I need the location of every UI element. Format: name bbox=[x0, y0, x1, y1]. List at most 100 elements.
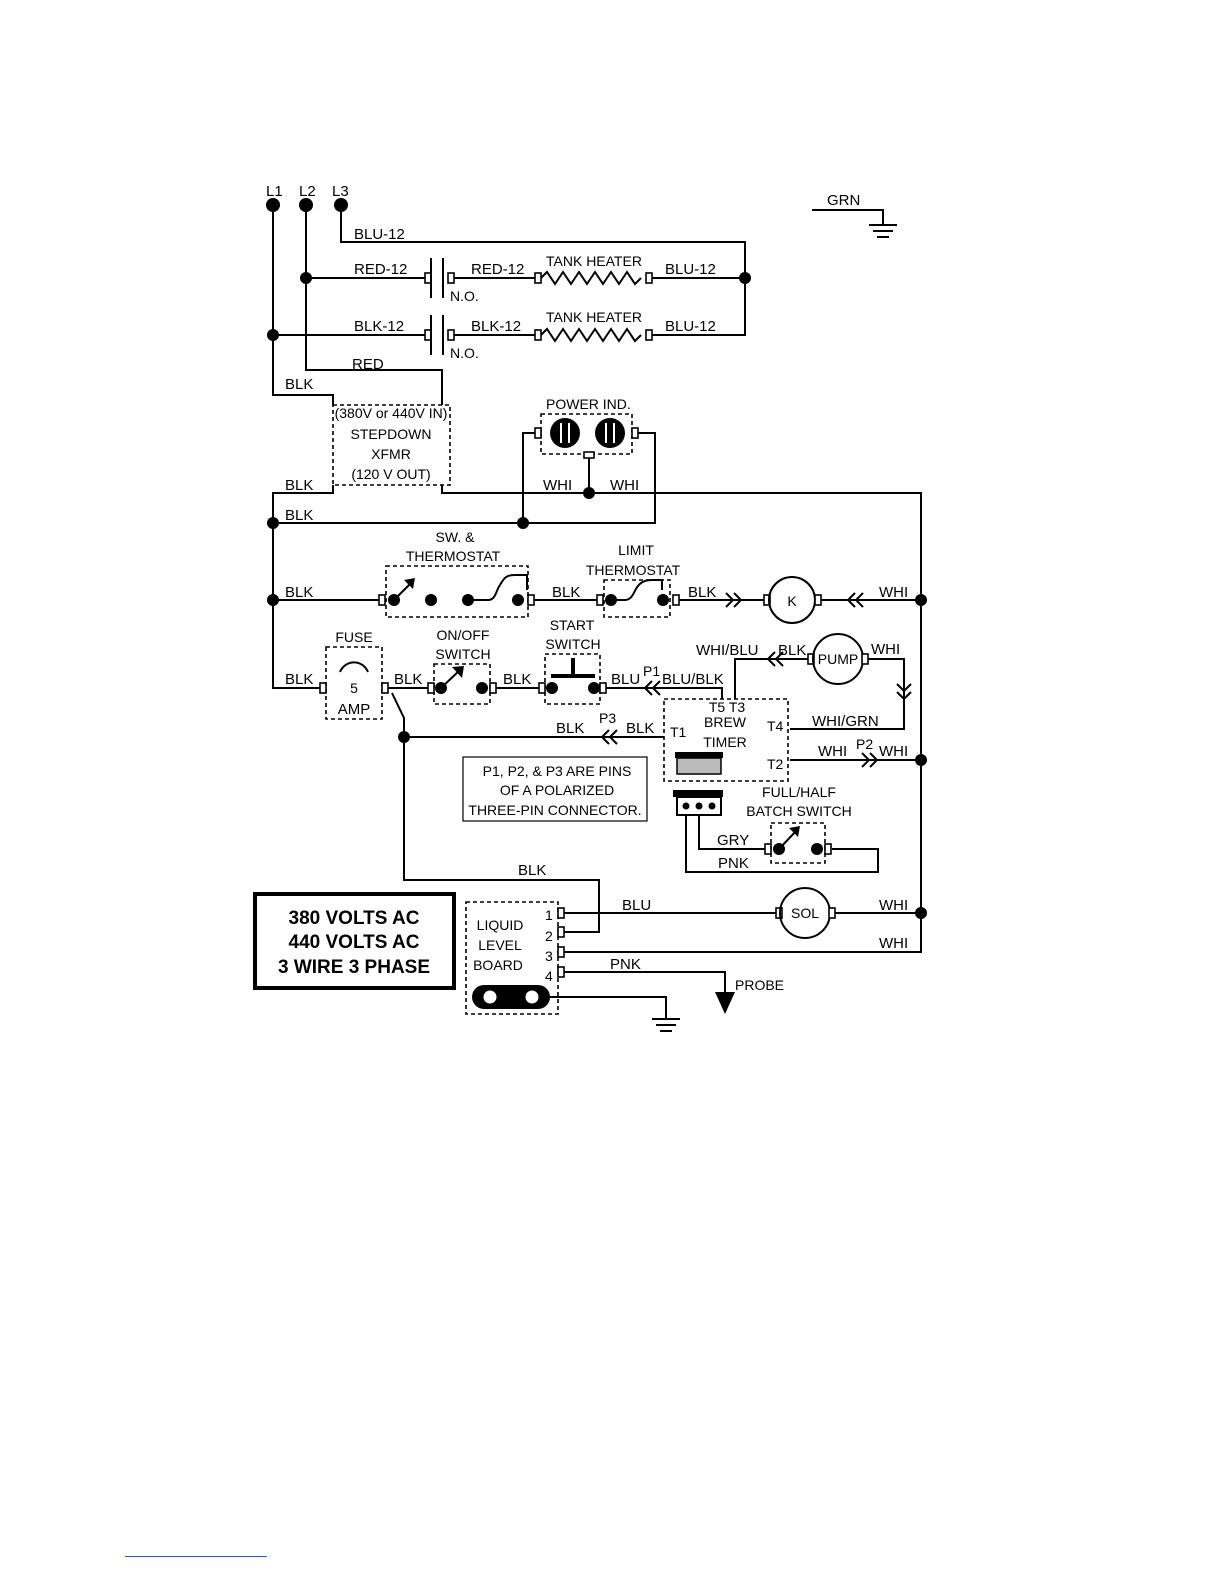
on-off-switch: ON/OFF SWITCH bbox=[427, 627, 497, 705]
connector-icon-4 bbox=[896, 683, 912, 701]
note-box: P1, P2, & P3 ARE PINS OF A POLARIZED THR… bbox=[462, 756, 648, 822]
wire-blk12-a: BLK-12 bbox=[354, 318, 404, 335]
pin-p2: P2 bbox=[856, 736, 873, 752]
wire-blu12-a: BLU-12 bbox=[665, 261, 716, 278]
wire-blu-blk: BLU/BLK bbox=[662, 671, 724, 688]
svg-text:PUMP: PUMP bbox=[818, 651, 858, 667]
pump: PUMP bbox=[807, 633, 869, 685]
lamp-icon-1 bbox=[550, 418, 580, 448]
wire-blk12-b: BLK-12 bbox=[471, 318, 521, 335]
chassis-ground: GRN bbox=[812, 192, 897, 238]
sw-thermostat: SW. & THERMOSTAT bbox=[378, 529, 535, 618]
start-switch: START SWITCH bbox=[538, 617, 607, 705]
wire-whi-6: WHI bbox=[879, 743, 908, 760]
wire-blu12-b: BLU-12 bbox=[665, 318, 716, 335]
svg-text:START: START bbox=[550, 617, 595, 633]
whi-neutral-bus bbox=[441, 485, 922, 953]
blk-hot-bus bbox=[272, 485, 334, 689]
line-terminals: L1 L2 L3 bbox=[266, 183, 349, 212]
batch-switch: FULL/HALF BATCH SWITCH bbox=[746, 784, 852, 864]
svg-text:(120 V OUT): (120 V OUT) bbox=[351, 466, 430, 482]
wire-red: RED bbox=[352, 356, 384, 373]
pin-p1: P1 bbox=[643, 663, 660, 679]
svg-text:BATCH SWITCH: BATCH SWITCH bbox=[746, 803, 852, 819]
connector-icon-p2 bbox=[861, 752, 879, 768]
ground-icon bbox=[869, 224, 897, 238]
wire-blk-9: BLK bbox=[503, 671, 531, 688]
svg-text:SOL: SOL bbox=[791, 905, 819, 921]
wire-whi-grn: WHI/GRN bbox=[812, 713, 879, 730]
svg-text:LEVEL: LEVEL bbox=[478, 937, 522, 953]
wire-blk-13: BLK bbox=[518, 862, 546, 879]
wire-blk-6: BLK bbox=[688, 584, 716, 601]
junction-l2 bbox=[300, 272, 312, 284]
wire-pnk-1: PNK bbox=[718, 855, 749, 872]
wire-blk-8: BLK bbox=[394, 671, 422, 688]
power-ind-label: POWER IND. bbox=[546, 396, 631, 412]
brew-timer: T5 T3 BREW TIMER T1 T4 T2 bbox=[663, 698, 789, 782]
pin-p3: P3 bbox=[599, 710, 616, 726]
wire-red12-b: RED-12 bbox=[471, 261, 524, 278]
svg-text:FULL/HALF: FULL/HALF bbox=[762, 784, 836, 800]
fuse: FUSE 5 AMP bbox=[319, 629, 389, 720]
svg-text:FUSE: FUSE bbox=[335, 629, 372, 645]
wire-whi-1: WHI bbox=[543, 477, 572, 494]
three-pin-connector bbox=[673, 790, 723, 816]
ground-wire bbox=[812, 209, 884, 224]
svg-text:T1: T1 bbox=[670, 724, 687, 740]
svg-text:T5 T3: T5 T3 bbox=[709, 699, 746, 715]
wire-blk-2: BLK bbox=[285, 477, 313, 494]
svg-text:SWITCH: SWITCH bbox=[435, 646, 490, 662]
svg-text:SWITCH: SWITCH bbox=[545, 636, 600, 652]
power-indicator: POWER IND. bbox=[534, 396, 639, 459]
junction-blu bbox=[739, 272, 751, 284]
solenoid: SOL bbox=[775, 887, 836, 939]
wire-blu-1: BLU bbox=[611, 671, 640, 688]
svg-text:380 VOLTS AC: 380 VOLTS AC bbox=[289, 908, 420, 929]
svg-text:3: 3 bbox=[545, 948, 553, 964]
svg-text:AMP: AMP bbox=[338, 701, 371, 718]
svg-text:2: 2 bbox=[545, 928, 553, 944]
svg-text:LIMIT: LIMIT bbox=[618, 542, 654, 558]
wire-red12-a: RED-12 bbox=[354, 261, 407, 278]
l1-wire bbox=[272, 205, 334, 405]
wire-blk-4: BLK bbox=[285, 584, 313, 601]
wire-blk-5: BLK bbox=[552, 584, 580, 601]
svg-text:SW. &: SW. & bbox=[436, 529, 476, 545]
k-relay: K bbox=[763, 576, 822, 624]
wire-whi-2: WHI bbox=[610, 477, 639, 494]
svg-text:THREE-PIN CONNECTOR.: THREE-PIN CONNECTOR. bbox=[468, 802, 641, 818]
wire-whi-blu: WHI/BLU bbox=[696, 642, 759, 659]
wire-whi-3: WHI bbox=[879, 584, 908, 601]
svg-text:THERMOSTAT: THERMOSTAT bbox=[586, 562, 681, 578]
connector-icon-p1 bbox=[643, 680, 661, 696]
wire-whi-8: WHI bbox=[879, 935, 908, 952]
l2-label: L2 bbox=[299, 183, 316, 200]
l1-label: L1 bbox=[266, 183, 283, 200]
svg-text:THERMOSTAT: THERMOSTAT bbox=[406, 548, 501, 564]
svg-text:440 VOLTS AC: 440 VOLTS AC bbox=[289, 932, 420, 953]
wire-blk-3: BLK bbox=[285, 507, 313, 524]
svg-text:4: 4 bbox=[545, 968, 553, 984]
junction-l1 bbox=[267, 329, 279, 341]
svg-text:5: 5 bbox=[350, 680, 358, 696]
voltage-spec-box: 380 VOLTS AC 440 VOLTS AC 3 WIRE 3 PHASE bbox=[253, 892, 456, 990]
svg-text:OF A POLARIZED: OF A POLARIZED bbox=[500, 782, 614, 798]
connector-icon-1 bbox=[725, 592, 743, 608]
connector-icon-3 bbox=[766, 651, 784, 667]
svg-text:ON/OFF: ON/OFF bbox=[437, 627, 490, 643]
wire-blk-12: BLK bbox=[626, 720, 654, 737]
no-label-1: N.O. bbox=[450, 288, 479, 304]
no-label-2: N.O. bbox=[450, 345, 479, 361]
svg-text:STEPDOWN: STEPDOWN bbox=[351, 426, 432, 442]
wire-pnk-2: PNK bbox=[610, 956, 641, 973]
connector-icon-p3 bbox=[600, 729, 618, 745]
l2-wire bbox=[305, 205, 443, 405]
board-ground-icon bbox=[652, 1018, 680, 1032]
l3-wire bbox=[340, 205, 746, 336]
footer-rule bbox=[125, 1556, 267, 1557]
fuse-icon bbox=[339, 661, 369, 673]
timer-dial-icon bbox=[676, 757, 722, 775]
svg-text:LIQUID: LIQUID bbox=[477, 917, 524, 933]
